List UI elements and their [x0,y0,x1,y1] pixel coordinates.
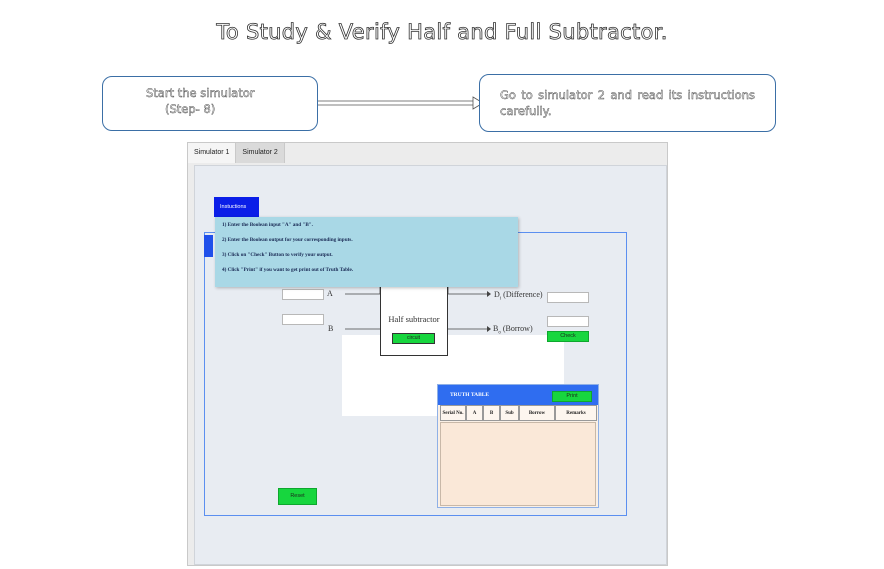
truth-table-body [440,422,596,506]
half-subtractor-block: Half subtractor circuit [380,283,448,356]
instruction-item: 1) Enter the Boolean input "A" and "B". [222,222,313,228]
instruction-item: 2) Enter the Boolean output for your cor… [222,237,353,243]
step-box-instructions: Go to simulator 2 and read its instructi… [479,74,776,132]
truth-table-title: TRUTH TABLE [450,392,490,398]
instructions-button[interactable]: Instuctions [214,197,259,217]
column-header: Remarks [555,405,597,421]
instruction-item: 3) Click on "Check" Button to verify you… [222,252,333,258]
panel-tab-stub [204,235,213,257]
input-a-label: A [327,289,333,298]
truth-table-columns: Serial No. A B Sub Borrow Remarks [440,405,597,421]
output-borrow-label: Bo (Borrow) [493,324,533,336]
simulator-tabs: Simulator 1 Simulator 2 [188,143,285,163]
page-title: To Study & Verify Half and Full Subtract… [216,20,668,45]
check-button[interactable]: Check [547,331,589,342]
tab-simulator-2[interactable]: Simulator 2 [236,143,285,163]
truth-table-panel: TRUTH TABLE Print Serial No. A B Sub Bor… [437,384,599,508]
input-a-field[interactable] [282,289,324,300]
tab-simulator-1[interactable]: Simulator 1 [188,143,237,163]
reset-button[interactable]: Reset [278,488,317,505]
work-area: A B Half subtractor circuit Di (Differen… [204,232,627,516]
instructions-panel: 1) Enter the Boolean input "A" and "B". … [215,217,518,287]
step-number-text: (Step- 8) [165,102,216,116]
half-subtractor-title: Half subtractor [388,314,440,324]
input-b-label: B [328,324,334,333]
truth-table-header: TRUTH TABLE Print [438,385,598,405]
column-header: Sub [500,405,519,421]
simulator-canvas: A B Half subtractor circuit Di (Differen… [194,165,667,565]
output-difference-field[interactable] [547,292,589,303]
input-b-field[interactable] [282,314,324,325]
column-header: Serial No. [440,405,466,421]
step-instructions-text: Go to simulator 2 and read its instructi… [500,88,755,118]
column-header: B [483,405,500,421]
output-difference-label: Di (Difference) [494,290,543,302]
output-borrow-field[interactable] [547,316,589,327]
circuit-button[interactable]: circuit [392,333,435,344]
print-button[interactable]: Print [552,391,592,402]
arrow-right-icon [318,96,484,110]
column-header: Borrow [519,405,555,421]
step-start-text: Start the simulator [146,86,255,100]
step-box-start: Start the simulator (Step- 8) [102,76,318,131]
simulator-frame: Simulator 1 Simulator 2 A B [187,142,668,566]
instruction-item: 4) Click "Print" if you want to get prin… [222,267,354,273]
column-header: A [466,405,483,421]
